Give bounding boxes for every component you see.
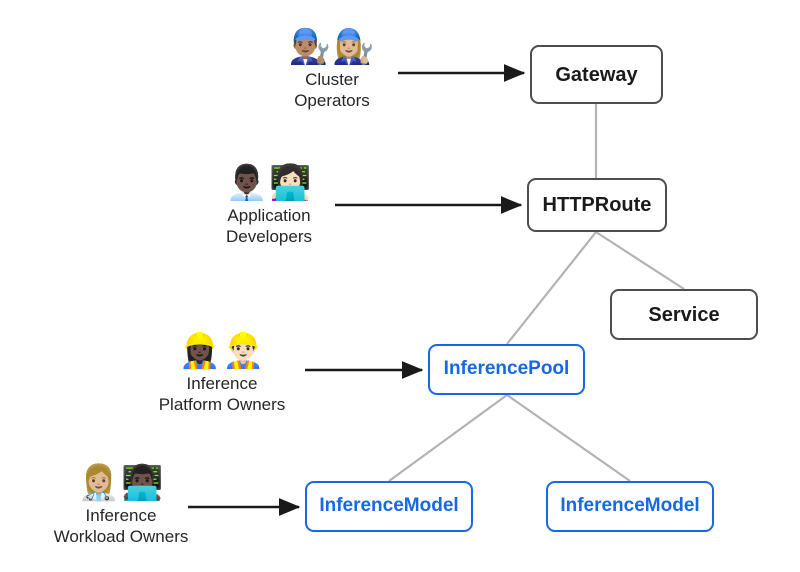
edge-httproute-service	[595, 231, 685, 290]
edge-inferencepool-inferencemodel-2	[506, 394, 631, 482]
inference-platform-owners-label: Inference Platform Owners	[159, 373, 286, 416]
inference-workload-owners-label-line2: Workload Owners	[53, 526, 189, 546]
cluster-operators-label-line1: Cluster	[305, 69, 359, 89]
node-gateway[interactable]: Gateway	[530, 45, 663, 104]
inference-platform-owners-label-line1: Inference	[186, 373, 258, 393]
application-developers-label-line2: Developers	[226, 226, 312, 246]
node-inferencemodel-2-label: InferenceModel	[560, 495, 700, 517]
node-httproute-label: HTTPRoute	[542, 194, 652, 216]
cluster-operators-label-line2: Operators	[294, 90, 370, 110]
persona-inference-workload-owners: 👩🏼‍⚕️👨🏿‍💻 Inference Workload Owners	[1, 463, 241, 548]
persona-application-developers: 👨🏿‍💼👩🏻‍💻 Application Developers	[169, 163, 369, 248]
persona-inference-platform-owners: 👷🏿‍♀️👷🏻‍♂️ Inference Platform Owners	[102, 331, 342, 416]
inference-platform-owners-label-line2: Platform Owners	[158, 394, 286, 414]
node-inferencemodel-2[interactable]: InferenceModel	[546, 481, 714, 532]
node-service[interactable]: Service	[610, 289, 758, 340]
persona-arrows	[188, 64, 526, 516]
node-inferencemodel-1[interactable]: InferenceModel	[305, 481, 473, 532]
inference-platform-owners-emoji: 👷🏿‍♀️👷🏻‍♂️	[178, 331, 266, 371]
node-httproute[interactable]: HTTPRoute	[527, 178, 667, 232]
cluster-operators-label: Cluster Operators	[294, 69, 370, 112]
node-gateway-label: Gateway	[555, 63, 638, 86]
persona-cluster-operators: 👨🏽‍🔧👩🏼‍🔧 Cluster Operators	[232, 27, 432, 112]
inference-workload-owners-emoji: 👩🏼‍⚕️👨🏿‍💻	[77, 463, 165, 503]
inference-workload-owners-label: Inference Workload Owners	[54, 505, 189, 548]
application-developers-label-line1: Application	[227, 205, 311, 225]
node-service-label: Service	[648, 303, 720, 326]
node-inferencepool-label: InferencePool	[443, 358, 570, 380]
application-developers-emoji: 👨🏿‍💼👩🏻‍💻	[225, 163, 313, 203]
cluster-operators-emoji: 👨🏽‍🔧👩🏼‍🔧	[288, 27, 376, 67]
edge-inferencepool-inferencemodel-1	[388, 394, 508, 482]
node-inferencemodel-1-label: InferenceModel	[319, 495, 459, 517]
node-inferencepool[interactable]: InferencePool	[428, 344, 585, 395]
application-developers-label: Application Developers	[226, 205, 312, 248]
edge-httproute-inferencepool	[506, 231, 597, 345]
inference-workload-owners-label-line1: Inference	[85, 505, 157, 525]
